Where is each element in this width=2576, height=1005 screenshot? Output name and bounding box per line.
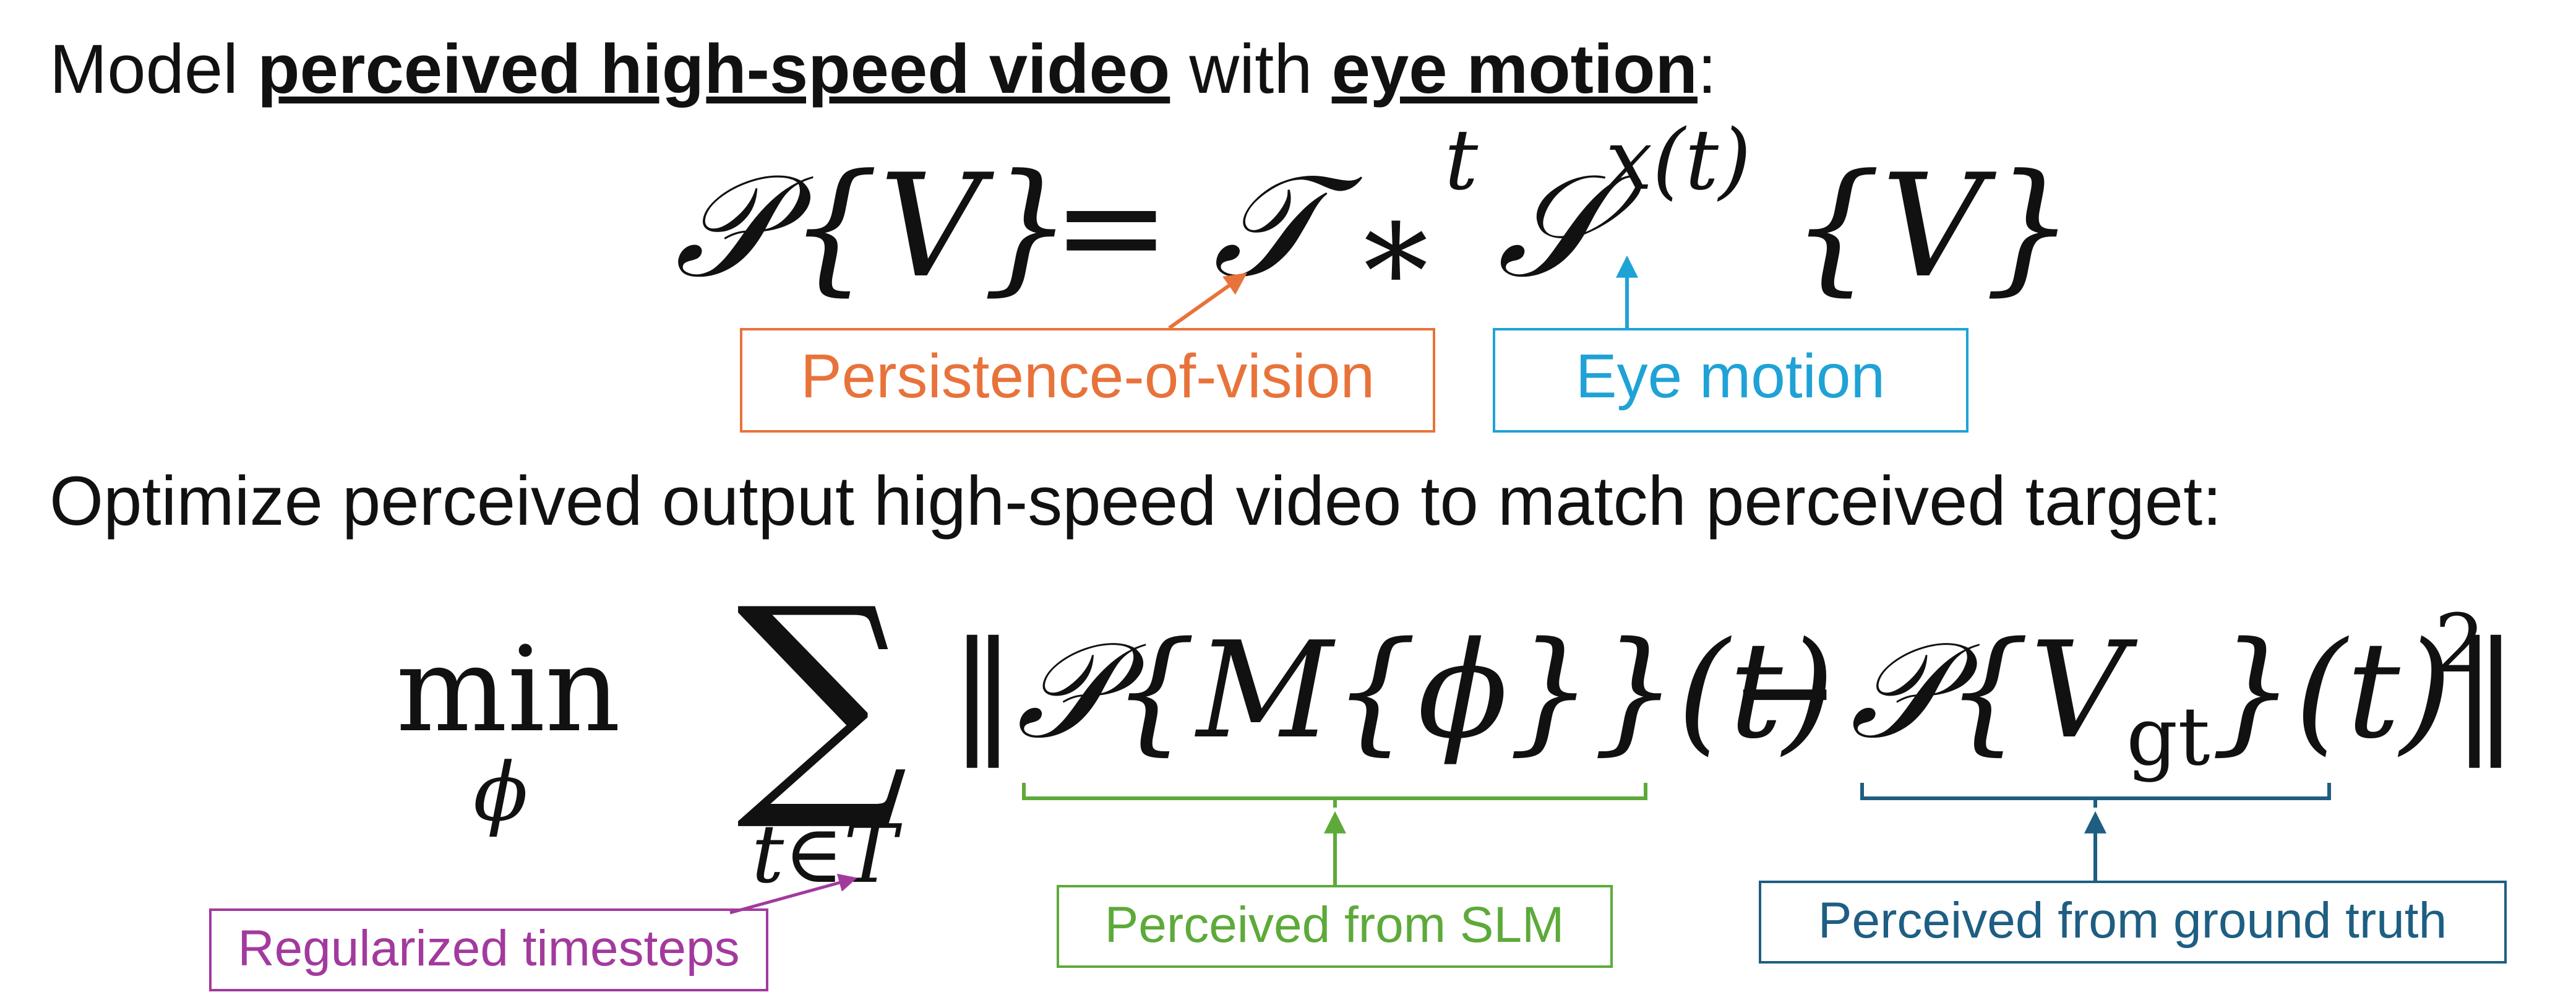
equation-perception-model: 𝒫 {V} = 𝒯 ∗ t 𝒮 x(t) {V}: [674, 111, 2075, 322]
ground-truth-term-bracket: [1860, 783, 2331, 808]
rhs-video-term: {V}: [1791, 144, 2075, 309]
ground-truth-box: [1759, 881, 2507, 964]
persistence-box: [740, 328, 1435, 433]
heading-optimize: Optimize perceived output high-speed vid…: [49, 462, 2222, 540]
squared-exponent: 2: [2434, 597, 2486, 691]
minus-sign: −: [1729, 613, 1840, 768]
convolution-time-superscript: t: [1445, 111, 1479, 209]
callout-perceived-from-ground-truth: Perceived from ground truth: [1759, 811, 2507, 964]
equals-sign: =: [1052, 144, 1171, 309]
ground-truth-label: Perceived from ground truth: [1818, 892, 2447, 949]
callout-eye-motion: Eye motion: [1493, 255, 1968, 433]
slm-label: Perceived from SLM: [1105, 897, 1565, 953]
timesteps-arrow: [729, 873, 857, 915]
eye-motion-box: [1493, 328, 1968, 433]
persistence-label: Persistence-of-vision: [801, 342, 1375, 411]
callout-regularized-timesteps: Regularized timesteps: [209, 873, 857, 991]
summation-symbol: ∑: [736, 556, 908, 837]
equation-optimization: min ϕ ∑ t∈T ‖𝒫{M{ϕ}}(t) − 𝒫{Vgt}(t)‖ 2: [396, 556, 2518, 901]
lhs-video-term: {V}: [789, 144, 1073, 309]
slm-box: [1057, 885, 1613, 968]
timesteps-box: [209, 908, 768, 991]
callout-perceived-from-slm: Perceived from SLM: [1057, 811, 1613, 968]
min-operator: min: [396, 621, 620, 758]
eye-motion-superscript: x(t): [1605, 111, 1751, 209]
min-subscript-phi: ϕ: [473, 745, 528, 839]
slm-term-bracket: [1022, 783, 1647, 808]
timesteps-label: Regularized timesteps: [238, 920, 739, 977]
eye-motion-label: Eye motion: [1576, 342, 1885, 411]
heading-model: Model perceived high-speed video with ey…: [49, 30, 1717, 108]
slm-perceived-term: ‖𝒫{M{ϕ}}(t): [950, 613, 1835, 768]
ground-truth-perceived-term: 𝒫{Vgt}(t)‖: [1850, 613, 2518, 783]
persistence-arrow: [1168, 272, 1247, 330]
convolution-operator: ∗: [1352, 170, 1440, 322]
callout-persistence-of-vision: Persistence-of-vision: [740, 272, 1435, 433]
persistence-kernel-symbol: 𝒯: [1213, 144, 1363, 309]
